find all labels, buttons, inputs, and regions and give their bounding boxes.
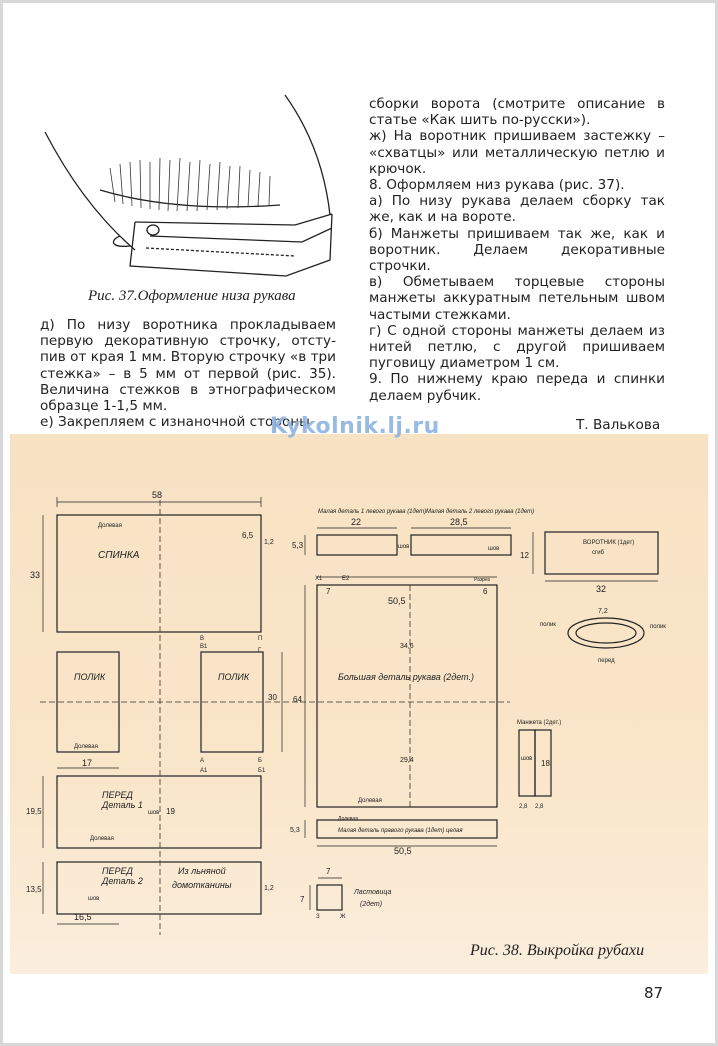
point-label: А1 (200, 768, 208, 774)
author-signature: Т. Валькова (576, 417, 661, 433)
lastovitsa-count: (2дет) (360, 900, 382, 908)
pered1-height: 19,5 (26, 807, 42, 816)
sleeve-lower: 29,4 (400, 757, 414, 764)
point-label: П (258, 636, 262, 642)
point-label: З (316, 914, 320, 920)
collar-ring-right: полик (650, 624, 666, 630)
polik-right-label: ПОЛИК (218, 672, 250, 682)
pered2-sub: Деталь 2 (101, 876, 143, 886)
paragraph: сборки ворота (смотрите описание в стать… (369, 96, 665, 129)
sleeve-label: Большая деталь рукава (2дет.) (338, 672, 474, 682)
manzheta-seam: шов (521, 756, 532, 762)
manzheta-label: Манжета (2дет.) (517, 720, 561, 726)
sleeve-top-left: 7 (326, 587, 331, 596)
polik-left-width: 17 (82, 758, 92, 768)
collar-ring-measure: 7,2 (598, 608, 608, 615)
point-label: Е2 (342, 576, 350, 582)
point-label: В1 (200, 644, 208, 650)
lastovitsa-size-top: 7 (326, 867, 331, 876)
paragraph: а) По низу рукава делаем сборку так же, … (369, 193, 665, 226)
small-left-sleeve-2-width: 28,5 (450, 517, 468, 527)
pered1-label: ПЕРЕД (102, 790, 134, 800)
pattern-panel (10, 434, 708, 974)
paragraph: б) Манжеты пришиваем так же, как и ворот… (369, 225, 665, 275)
collar-ring-front: перед (598, 658, 615, 664)
spinka-fold: Долевая (98, 523, 122, 529)
paragraph: е) Закрепляем с изнаночной стороны (40, 414, 310, 431)
page-number: 87 (644, 984, 664, 1002)
point-label: Х1 (315, 576, 323, 582)
sleeve-top-right: 6 (483, 587, 488, 596)
pered2-width: 16,5 (74, 912, 92, 922)
polik-left-fold: Долевая (74, 744, 98, 750)
small-left-sleeve-width: 22 (351, 517, 361, 527)
spinka-label: СПИНКА (98, 550, 140, 561)
point-label: В (200, 636, 204, 642)
sleeve-upper: 34,6 (400, 643, 414, 650)
pered2-seam: шов (88, 896, 99, 902)
small-right-sleeve-fold: Долевая (338, 816, 358, 822)
paragraph: 8. Оформляем низ рукава (рис. 37). (369, 177, 625, 194)
paragraph: г) С одной стороны манжеты делаем из нит… (369, 322, 665, 372)
sleeve-fold: Долевая (358, 798, 382, 804)
small-left-sleeve-label: Малая деталь 1 левого рукава (1дет) (318, 509, 426, 515)
pered2-height: 13,5 (26, 885, 42, 894)
small-right-sleeve-width: 50,5 (394, 846, 412, 856)
spinka-width: 58 (152, 490, 162, 500)
point-label: Б (258, 758, 262, 764)
small-left-sleeve-height: 5,3 (292, 541, 304, 550)
pered2-note2: домотканины (172, 880, 232, 890)
paragraph: ж) На воротник пришиваем застежку – «схв… (369, 128, 665, 177)
paragraph: в) Обметываем торцевые стороны манжеты а… (369, 274, 665, 323)
pered1-seam: шов (148, 810, 159, 816)
small-left-sleeve-2-label: Малая деталь 2 левого рукава (1дет) (426, 509, 534, 515)
spinka-notch: 6,5 (242, 531, 254, 540)
vorotnik-fold: сгиб (592, 550, 605, 556)
vorotnik-label: ВОРОТНИК (1дет) (583, 540, 634, 546)
pered2-note1: Из льняной (178, 866, 226, 876)
right-column-text: сборки ворота (смотрите описание в стать… (369, 96, 665, 404)
small-left-sleeve-2-seam: шов (488, 546, 499, 552)
vorotnik-width: 32 (596, 584, 606, 594)
collar-ring-left: полик (540, 622, 556, 628)
sleeve-width: 50,5 (388, 596, 406, 606)
left-column-text: д) По низу воротника прокладываем первую… (40, 317, 336, 430)
manzheta-w1: 2,8 (519, 804, 528, 810)
point-label: Б1 (258, 768, 266, 774)
small-left-sleeve-seam: шов (398, 544, 409, 550)
small-right-sleeve-label: Малая деталь правого рукава (1дет) целая (338, 828, 463, 834)
figure-37-caption: Рис. 37.Оформление низа рукава (88, 288, 296, 304)
point-label: А (200, 758, 204, 764)
pered1-slit: 19 (166, 807, 175, 816)
manzheta-w2: 2,8 (535, 804, 544, 810)
small-right-sleeve-height: 5,3 (290, 827, 300, 834)
point-label: Г (258, 648, 262, 654)
point-label: Ж (340, 914, 346, 920)
paragraph: 9. По нижнему краю переда и спинки делае… (369, 371, 665, 404)
polik-right-height: 30 (268, 693, 277, 702)
pered2-label: ПЕРЕД (102, 866, 134, 876)
spinka-side: 1,2 (264, 539, 274, 546)
figure-37-sleeve-sketch (44, 94, 333, 277)
lastovitsa-label: Ластовица (353, 889, 391, 896)
manzheta-height: 18 (541, 759, 550, 768)
paragraph: д) По низу воротника прокладываем первую… (40, 317, 336, 415)
lastovitsa-size-side: 7 (300, 895, 305, 904)
sleeve-height: 64 (293, 695, 302, 704)
pered1-fold: Долевая (90, 836, 114, 842)
sleeve-cut: Разрез (474, 577, 491, 583)
pered1-sub: Деталь 1 (101, 800, 143, 810)
spinka-height: 33 (30, 570, 40, 580)
figure-38-pattern: 58 33 СПИНКА Долевая 6,5 1,2 ПОЛИК Долев… (26, 490, 666, 935)
watermark: Kykolnik.lj.ru (270, 414, 440, 439)
vorotnik-height: 12 (520, 551, 529, 560)
pered2-side: 1,2 (264, 885, 274, 892)
polik-left-label: ПОЛИК (74, 672, 106, 682)
figure-38-caption: Рис. 38. Выкройка рубахи (470, 942, 645, 959)
